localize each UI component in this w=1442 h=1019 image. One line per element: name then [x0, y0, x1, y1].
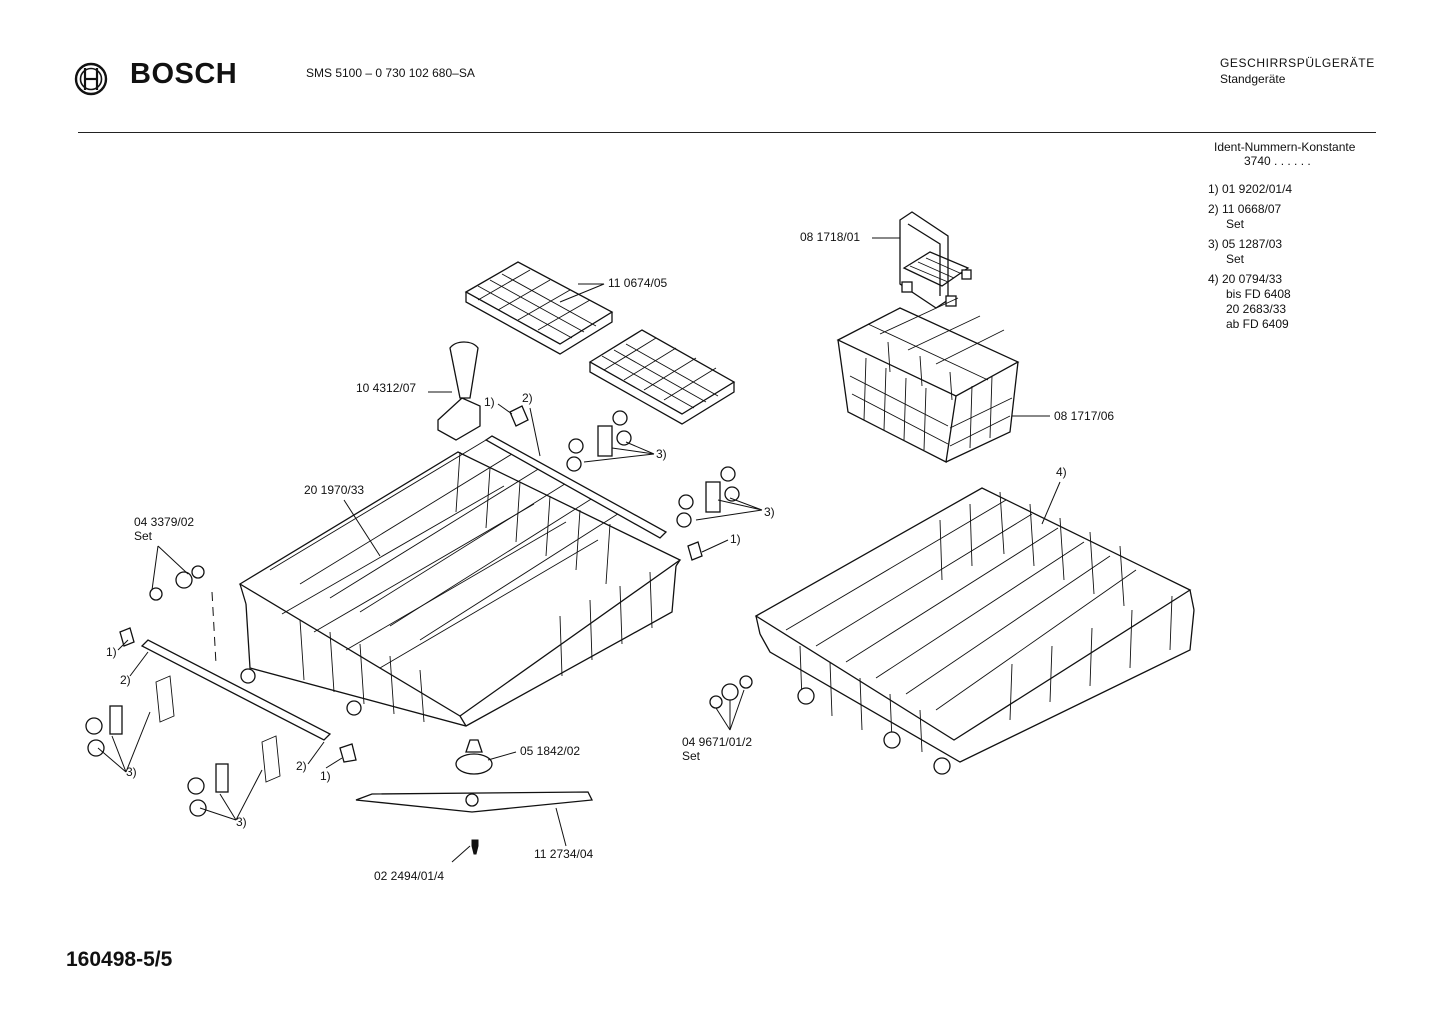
cutlery-basket — [836, 297, 1020, 463]
footnote-label: 4) 20 0794/33 — [1208, 272, 1283, 286]
cutlery-insert-lower — [588, 329, 736, 425]
part-labels: 08 1718/01 11 0674/05 10 4312/07 20 1970… — [134, 230, 1114, 883]
part-label: 04 9671/01/2 — [682, 735, 752, 749]
callout-label: 1) — [730, 532, 741, 546]
basket-rail-upper — [484, 435, 668, 539]
footnote-1: 1) 01 9202/01/4 — [1208, 182, 1292, 197]
part-label: 11 0674/05 — [608, 276, 667, 290]
callout-label: 1) — [320, 769, 331, 783]
callout-label: 3) — [656, 447, 667, 461]
brand-name: BOSCH — [130, 58, 238, 90]
part-label: 02 2494/01/4 — [374, 869, 444, 883]
part-label: 11 2734/04 — [534, 847, 593, 861]
cutlery-insert-upper — [464, 261, 614, 355]
document-number: 160498-5/5 — [66, 948, 173, 971]
upper-basket — [211, 439, 682, 727]
callout-labels: 1) 2) 3) 3) 1) 4) 1) 2) 3) 3) 2) 1) — [106, 391, 1067, 829]
callout-label: 2) — [522, 391, 533, 405]
footnote-label: 2) 11 0668/07 — [1208, 202, 1282, 216]
rail-clip-group — [119, 405, 703, 763]
callout-label: 3) — [126, 765, 137, 779]
part-label: 10 4312/07 — [356, 381, 416, 395]
part-label: 04 3379/02 — [134, 515, 194, 529]
lower-basket — [754, 487, 1195, 775]
category-title: GESCHIRRSPÜLGERÄTE — [1220, 56, 1375, 70]
spray-arm — [355, 791, 594, 813]
spray-arm-screw — [471, 839, 479, 855]
bosch-armature-logo-icon — [74, 62, 108, 96]
model-part-number: – 0 730 102 680–SA — [365, 66, 475, 80]
callout-label: 2) — [120, 673, 131, 687]
callout-label: 3) — [236, 815, 247, 829]
footnote-label: 3) 05 1287/03 — [1208, 237, 1283, 251]
footnote-4: 4) 20 0794/33 bis FD 6408 20 2683/33 ab … — [1208, 272, 1292, 332]
footnote-label: 1) 01 9202/01/4 — [1208, 182, 1293, 196]
footnote-line: 20 2683/33 — [1226, 302, 1287, 316]
part-label: 08 1718/01 — [800, 230, 860, 244]
footnote-line: ab FD 6409 — [1226, 317, 1289, 331]
cutlery-basket-handle — [899, 211, 972, 309]
category-subtitle: Standgeräte — [1220, 72, 1286, 86]
model-name: SMS 5100 — [306, 66, 363, 80]
roller-set-group — [85, 410, 753, 817]
part-label: Set — [134, 529, 153, 543]
callout-label: 4) — [1056, 465, 1067, 479]
callout-label: 3) — [764, 505, 775, 519]
footnote-line: bis FD 6408 — [1226, 287, 1291, 301]
rack-handle-part — [437, 341, 481, 441]
part-label: 20 1970/33 — [304, 483, 364, 497]
part-label: Set — [682, 749, 701, 763]
part-label: 05 1842/02 — [520, 744, 580, 758]
header-divider — [78, 132, 1376, 133]
callout-label: 1) — [484, 395, 495, 409]
footnote-line: Set — [1226, 217, 1245, 231]
ident-value: 3740 . . . . . . — [1244, 154, 1311, 168]
footnote-line: Set — [1226, 252, 1245, 266]
basket-rail-lower — [140, 639, 332, 741]
ident-label: Ident-Nummern-Konstante — [1214, 140, 1356, 154]
spray-arm-bearing — [455, 739, 493, 775]
model-line: SMS 5100 – 0 730 102 680–SA — [306, 66, 475, 80]
footnote-3: 3) 05 1287/03 Set — [1208, 237, 1292, 267]
callout-label: 2) — [296, 759, 307, 773]
callout-label: 1) — [106, 645, 117, 659]
footnote-2: 2) 11 0668/07 Set — [1208, 202, 1292, 232]
footnote-list: 1) 01 9202/01/4 2) 11 0668/07 Set 3) 05 … — [1208, 182, 1292, 337]
part-label: 08 1717/06 — [1054, 409, 1114, 423]
leader-lines — [97, 237, 1061, 863]
